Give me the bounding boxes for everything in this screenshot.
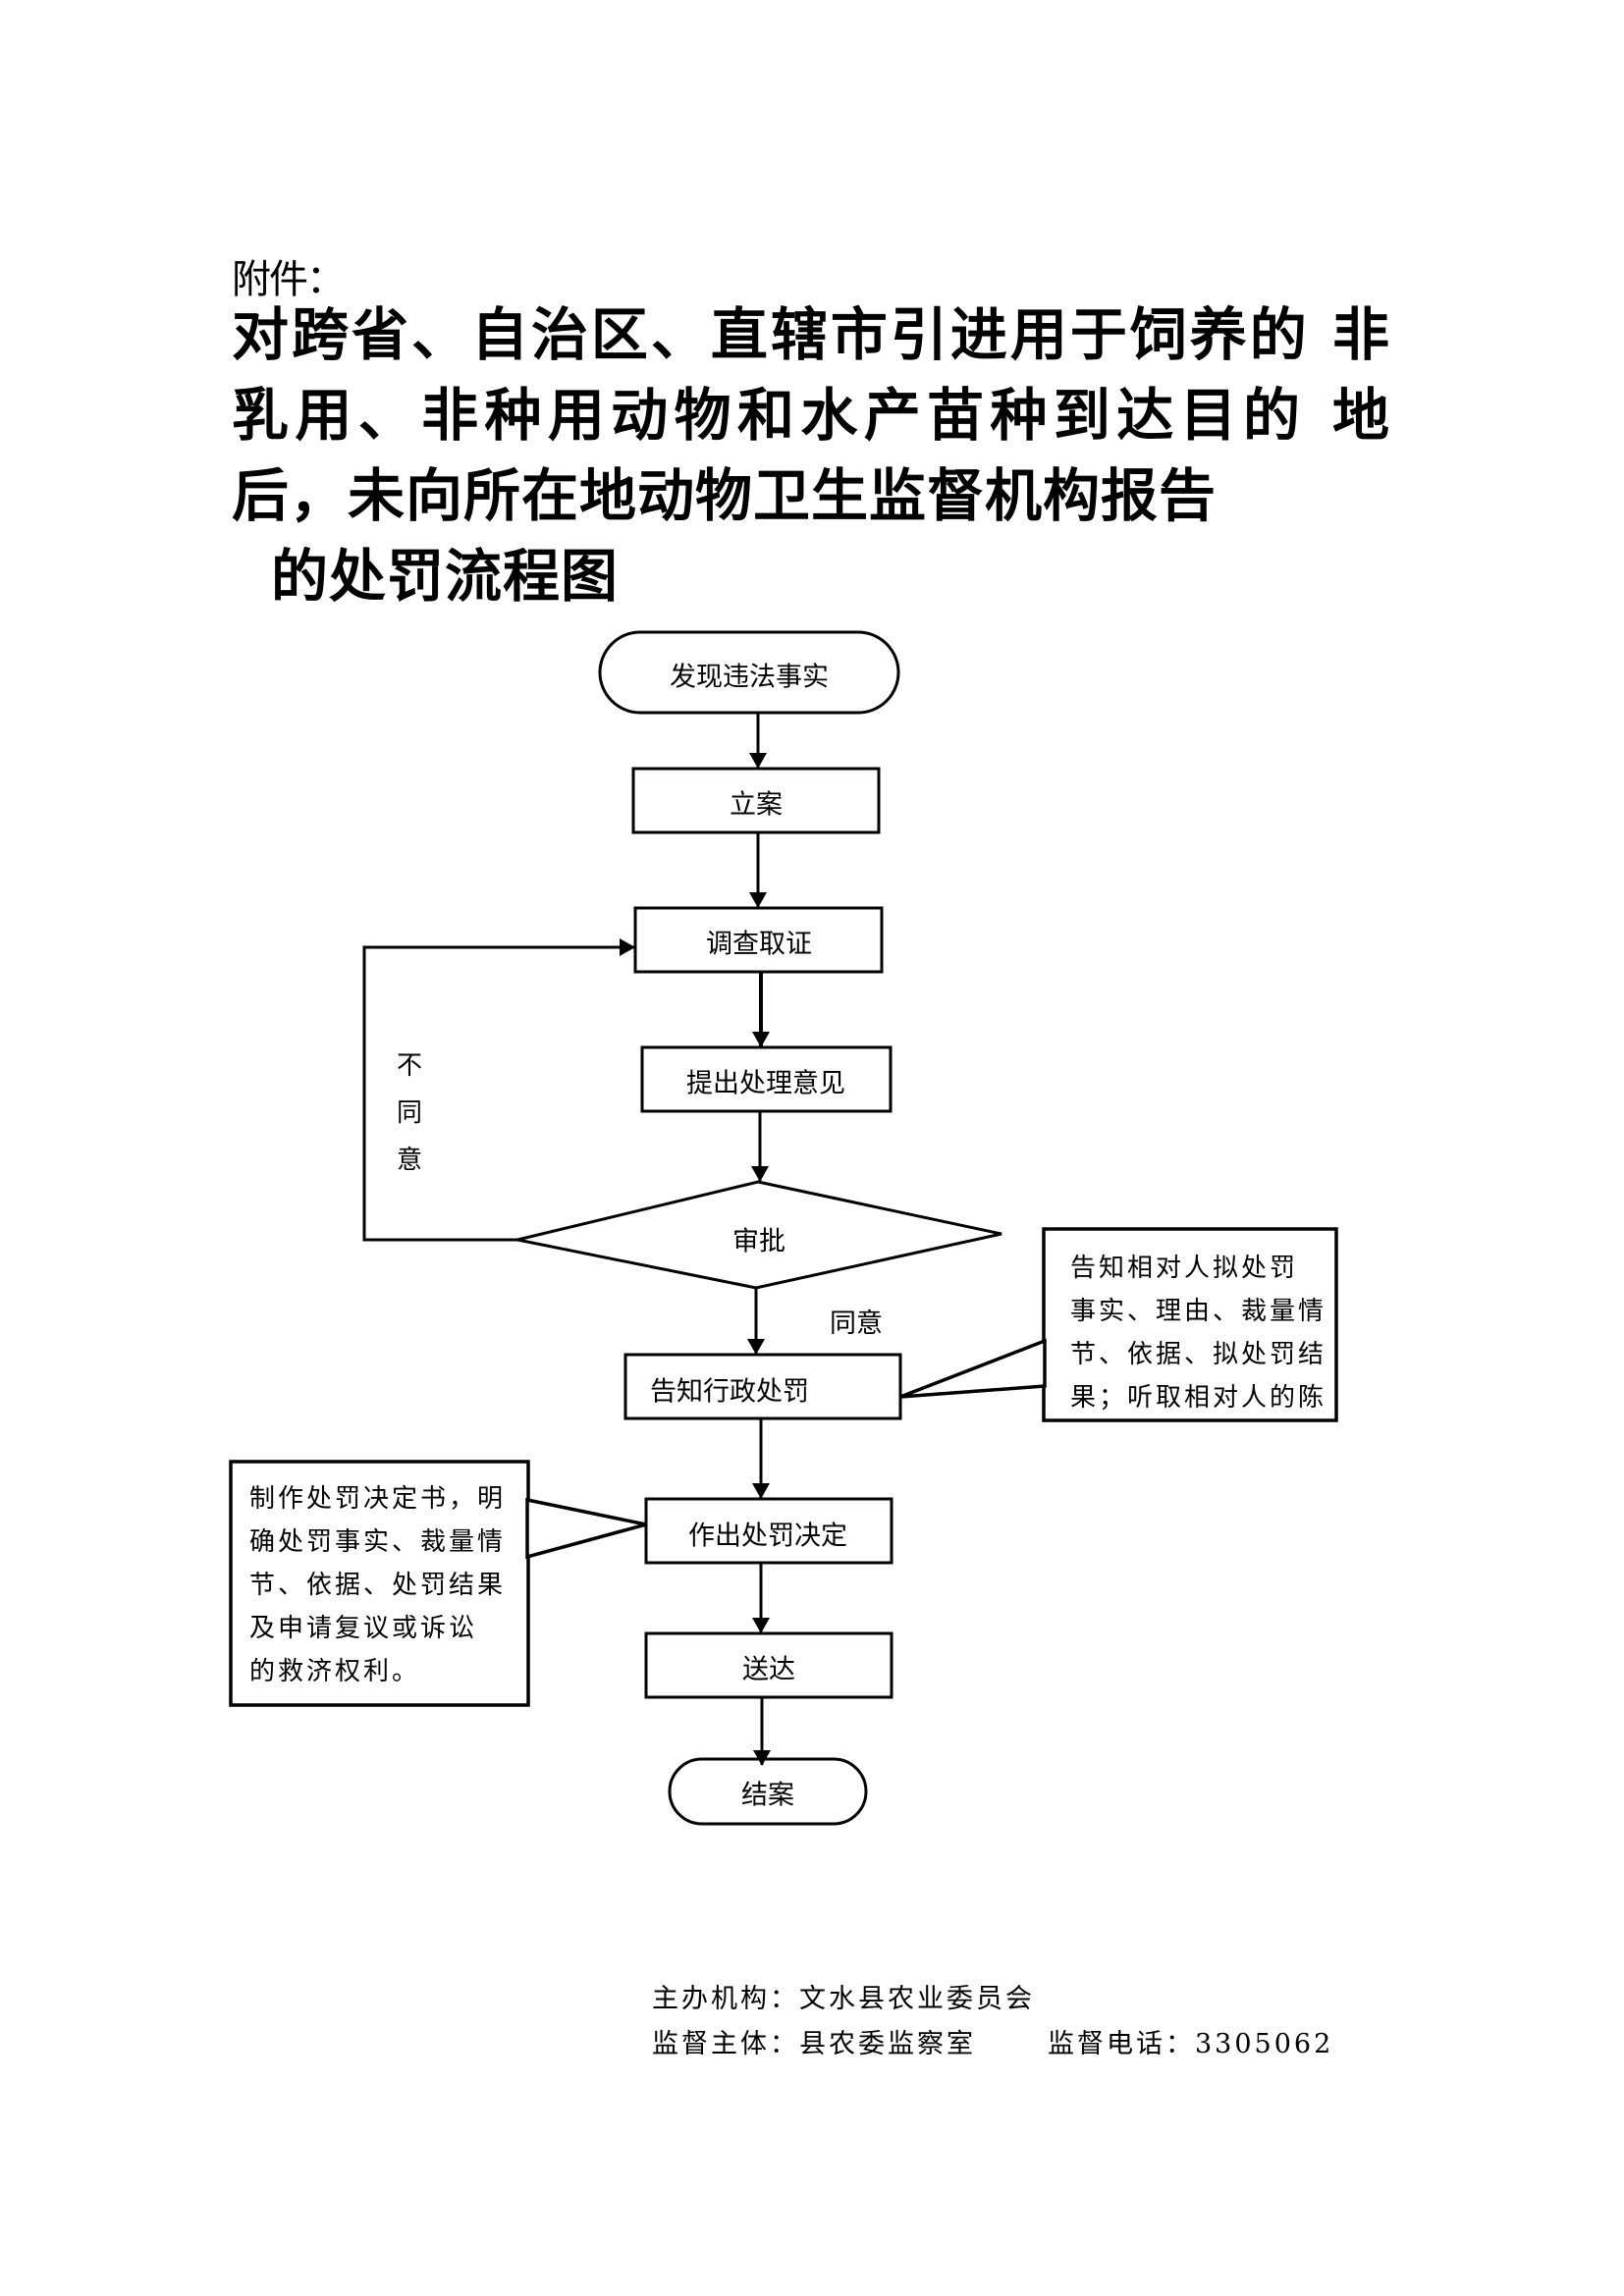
file-case-box: [631, 767, 881, 834]
disagree-char-3: 意: [397, 1146, 423, 1175]
notify-note-text: 告知相对人拟处罚 事实、理由、裁量情 节、依据、拟处罚结 果；听取相对人的陈: [1070, 1247, 1326, 1419]
deliver-box: [644, 1631, 893, 1699]
disagree-char-1: 不: [397, 1051, 423, 1081]
start-label: 发现违法事实: [670, 662, 829, 693]
footer-organizer: 主办机构：文水县农业委员会: [652, 1984, 1035, 2014]
title-line-3: 地后，未向所在地动物卫生监督机构报告: [232, 382, 1390, 529]
attachment-label: 附件：: [232, 257, 346, 302]
notify-note-line: 果；听取相对人的陈: [1070, 1383, 1327, 1413]
disagree-char-2: 同: [397, 1098, 423, 1128]
decide-note-line: 的救济权利。: [249, 1657, 421, 1686]
decide-note-line: 确处罚事实、裁量情: [249, 1527, 507, 1557]
propose-label: 提出处理意见: [686, 1068, 845, 1099]
decide-note-pointer: [525, 1497, 647, 1560]
decide-note-line: 节、依据、处罚结果: [249, 1571, 507, 1600]
deliver-label: 送达: [742, 1654, 795, 1685]
end-label: 结案: [741, 1780, 794, 1811]
notify-note-box: [1042, 1227, 1338, 1422]
start-terminal: [598, 630, 900, 715]
title-line-2: 非乳用、非种用动物和水产苗种到达目的: [232, 301, 1390, 449]
decide-box: [644, 1497, 893, 1565]
notify-note-pointer: [899, 1338, 1047, 1399]
decide-label: 作出处罚决定: [688, 1521, 847, 1552]
notify-note-line: 节、依据、拟处罚结: [1070, 1340, 1327, 1369]
disagree-label: 不 同 意: [397, 1042, 426, 1184]
title-line-4: 的处罚流程图: [271, 543, 620, 610]
footer-supervisor: 监督主体：县农委监察室: [652, 2029, 976, 2059]
footer-phone: 监督电话：3305062: [1048, 2029, 1334, 2059]
file-case-label: 立案: [730, 789, 783, 821]
notify-box: [623, 1353, 902, 1420]
decide-note-text: 制作处罚决定书，明 确处罚事实、裁量情 节、依据、处罚结果 及申请复议或诉讼 的…: [249, 1477, 506, 1693]
document-title: 对跨省、自治区、直辖市引进用于饲养的 非乳用、非种用动物和水产苗种到达目的 地后…: [232, 294, 1390, 616]
investigate-box: [633, 906, 884, 974]
investigate-label: 调查取证: [706, 929, 812, 960]
decide-note-line: 制作处罚决定书，明: [249, 1484, 507, 1514]
agree-label: 同意: [830, 1308, 883, 1339]
title-line-1: 对跨省、自治区、直辖市引进用于饲养的: [232, 301, 1310, 368]
approve-label: 审批: [732, 1226, 785, 1257]
notify-label: 告知行政处罚: [650, 1376, 809, 1408]
arrow-disagree-loop: [362, 938, 635, 1242]
notify-note-line: 事实、理由、裁量情: [1070, 1297, 1327, 1326]
notify-note-line: 告知相对人拟处罚: [1070, 1254, 1299, 1283]
propose-box: [640, 1045, 893, 1113]
decide-note-line: 及申请复议或诉讼: [249, 1614, 478, 1643]
decide-note-box: [229, 1460, 530, 1707]
